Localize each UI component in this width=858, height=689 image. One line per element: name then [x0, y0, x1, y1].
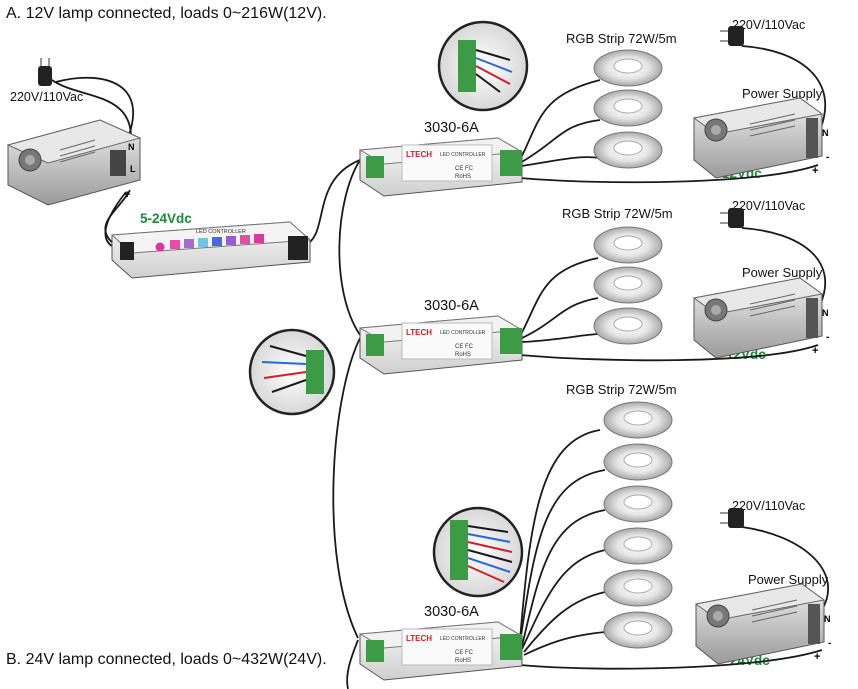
- led-strip-reel: [593, 266, 663, 304]
- amplifier-brand: LTECH: [406, 634, 432, 643]
- amplifier-certifications: CE FC: [455, 344, 474, 350]
- mains-label-psu-2: 220V/110Vac: [732, 199, 806, 213]
- psu-terminal-plus: +: [814, 651, 820, 663]
- amplifier-model-2: 3030-6A: [424, 298, 479, 314]
- power-supply-3: N - +: [694, 583, 831, 665]
- amplifier-unit: LTECH LED CONTROLLER CE FC RoHS: [358, 137, 524, 197]
- led-strip-reel: [593, 49, 663, 87]
- mains-label-psu-3: 220V/110Vac: [732, 499, 806, 513]
- heading-a: A. 12V lamp connected, loads 0~216W(12V)…: [6, 5, 327, 22]
- led-strip-reel: [593, 307, 663, 345]
- wiring-detail-zoom: [437, 20, 529, 112]
- led-strip-reel: [593, 89, 663, 127]
- psu-terminal-n: N: [128, 142, 135, 152]
- led-strip-reel: [603, 611, 673, 649]
- led-strip-reel: [603, 401, 673, 439]
- amplifier-certifications: CE FC: [455, 166, 474, 172]
- psu-terminal-n: N: [824, 614, 831, 624]
- psu-label-3: Power Supply: [748, 572, 829, 587]
- amplifier-panel-label: LED CONTROLLER: [440, 636, 486, 642]
- strip-label-2: RGB Strip 72W/5m: [562, 206, 673, 221]
- amplifier-certifications: CE FC: [455, 650, 474, 656]
- led-strip-reel: [603, 527, 673, 565]
- psu-terminal-plus: +: [812, 165, 818, 177]
- mains-label-psu-1: 220V/110Vac: [732, 18, 806, 32]
- plug-icon: [720, 26, 744, 46]
- psu-terminal-plus: +: [124, 189, 130, 201]
- amplifier-panel-label: LED CONTROLLER: [440, 330, 486, 336]
- led-controller: LED CONTROLLER: [110, 221, 312, 279]
- wiring-detail-zoom: [432, 506, 524, 598]
- plug-icon: [38, 58, 52, 86]
- psu-terminal-n: N: [822, 128, 829, 138]
- strip-label-3: RGB Strip 72W/5m: [566, 382, 677, 397]
- psu-label-2: Power Supply: [742, 265, 823, 280]
- amplifier-brand: LTECH: [406, 328, 432, 337]
- led-strip-reel: [603, 569, 673, 607]
- amplifier-unit: LTECH LED CONTROLLER CE FC RoHS: [358, 621, 524, 681]
- power-supply-controller: [6, 119, 142, 206]
- wires: [51, 45, 829, 689]
- amplifier-rohs: RoHS: [455, 174, 471, 180]
- psu-terminal-l: L: [130, 164, 136, 174]
- power-supply-1: N - +: [692, 97, 829, 179]
- power-supply-2: N - +: [692, 277, 829, 359]
- amplifier-model-3: 3030-6A: [424, 604, 479, 620]
- plug-icon: [720, 508, 744, 528]
- heading-b: B. 24V lamp connected, loads 0~432W(24V)…: [6, 651, 327, 668]
- led-strip-reel: [603, 485, 673, 523]
- wiring-detail-zoom: [248, 328, 336, 416]
- psu-label-1: Power Supply: [742, 86, 823, 101]
- controller-voltage-label: 5-24Vdc: [140, 211, 192, 226]
- amplifier-rohs: RoHS: [455, 658, 471, 664]
- mains-label-controller: 220V/110Vac: [10, 90, 84, 104]
- amplifier-brand: LTECH: [406, 150, 432, 159]
- psu-terminal-minus: -: [828, 638, 831, 649]
- amplifier-panel-label: LED CONTROLLER: [440, 152, 486, 158]
- psu-terminal-plus: +: [812, 345, 818, 357]
- psu-terminal-minus: -: [826, 332, 829, 343]
- strip-label-1: RGB Strip 72W/5m: [566, 31, 677, 46]
- led-strip-reels: [593, 49, 673, 649]
- plug-icon: [720, 208, 744, 228]
- led-strip-reel: [593, 226, 663, 264]
- amplifier-model-1: 3030-6A: [424, 120, 479, 136]
- led-strip-reel: [593, 131, 663, 169]
- amplifier-rohs: RoHS: [455, 352, 471, 358]
- amplifier-unit: LTECH LED CONTROLLER CE FC RoHS: [358, 315, 524, 375]
- psu-terminal-minus: -: [826, 152, 829, 163]
- led-strip-reel: [603, 443, 673, 481]
- psu-terminal-n: N: [822, 308, 829, 318]
- controller-panel-label: LED CONTROLLER: [196, 229, 246, 235]
